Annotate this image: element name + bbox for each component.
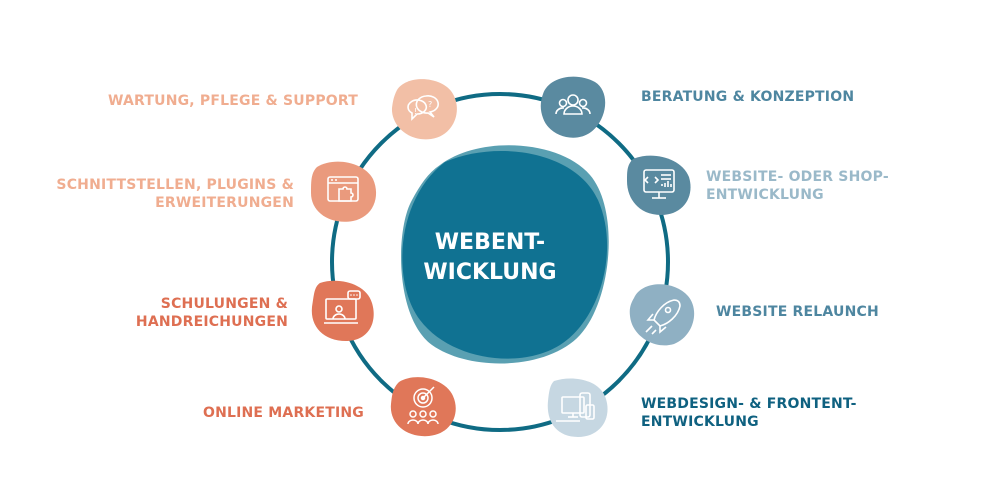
label-shop-line-1: WEBSITE- ODER SHOP- [706,169,889,185]
label-webdesign: WEBDESIGN- & FRONTENT- ENTWICKLUNG [641,395,857,431]
target-people-icon [407,386,439,425]
rocket-icon [645,299,681,335]
label-wartung-line-1: WARTUNG, PFLEGE & SUPPORT [107,93,358,109]
label-beratung-line-1: BERATUNG & KONZEPTION [641,89,855,105]
label-relaunch-line-1: WEBSITE RELAUNCH [716,304,879,320]
speech-bubbles-icon: ! ? [407,95,439,121]
svg-text:?: ? [428,100,432,109]
node-shop [627,155,691,215]
label-beratung: BERATUNG & KONZEPTION [641,88,854,106]
center-title-line-1: WEBENT- [434,230,546,255]
node-schnittstellen [311,161,377,222]
people-group-icon [555,94,591,115]
presentation-icon [324,290,361,324]
center-blob-dark [402,150,608,359]
label-schulungen-line-2: HANDREICHUNGEN [135,314,288,330]
label-schulungen: SCHULUNGEN & HANDREICHUNGEN [136,295,288,331]
label-shop: WEBSITE- ODER SHOP- ENTWICKLUNG [706,168,889,204]
code-monitor-icon [643,169,675,199]
node-wartung: ! ? [391,79,457,140]
label-schnittstellen-line-2: ERWEITERUNGEN [155,195,294,211]
puzzle-window-icon [327,176,359,202]
center-blob [401,145,609,364]
label-relaunch: WEBSITE RELAUNCH [716,303,879,321]
label-webdesign-line-2: ENTWICKLUNG [641,414,759,430]
label-wartung: WARTUNG, PFLEGE & SUPPORT [108,92,358,110]
node-schulungen [311,280,374,341]
label-schnittstellen: SCHNITTSTELLEN, PLUGINS & ERWEITERUNGEN [56,176,294,212]
devices-icon [556,392,595,422]
ring [330,92,670,432]
center-title: WEBENT- WICKLUNG [410,228,570,288]
node-marketing [390,377,456,437]
label-marketing: ONLINE MARKETING [203,404,364,422]
node-relaunch [629,284,695,346]
label-marketing-line-1: ONLINE MARKETING [202,405,364,421]
node-beratung [540,76,606,138]
svg-text:!: ! [414,107,417,116]
label-webdesign-line-1: WEBDESIGN- & FRONTENT- [641,396,857,412]
label-schnittstellen-line-1: SCHNITTSTELLEN, PLUGINS & [56,177,294,193]
label-schulungen-line-1: SCHULUNGEN & [160,296,288,312]
label-shop-line-2: ENTWICKLUNG [706,187,824,203]
node-webdesign [547,378,608,437]
center-title-line-2: WICKLUNG [423,260,557,285]
